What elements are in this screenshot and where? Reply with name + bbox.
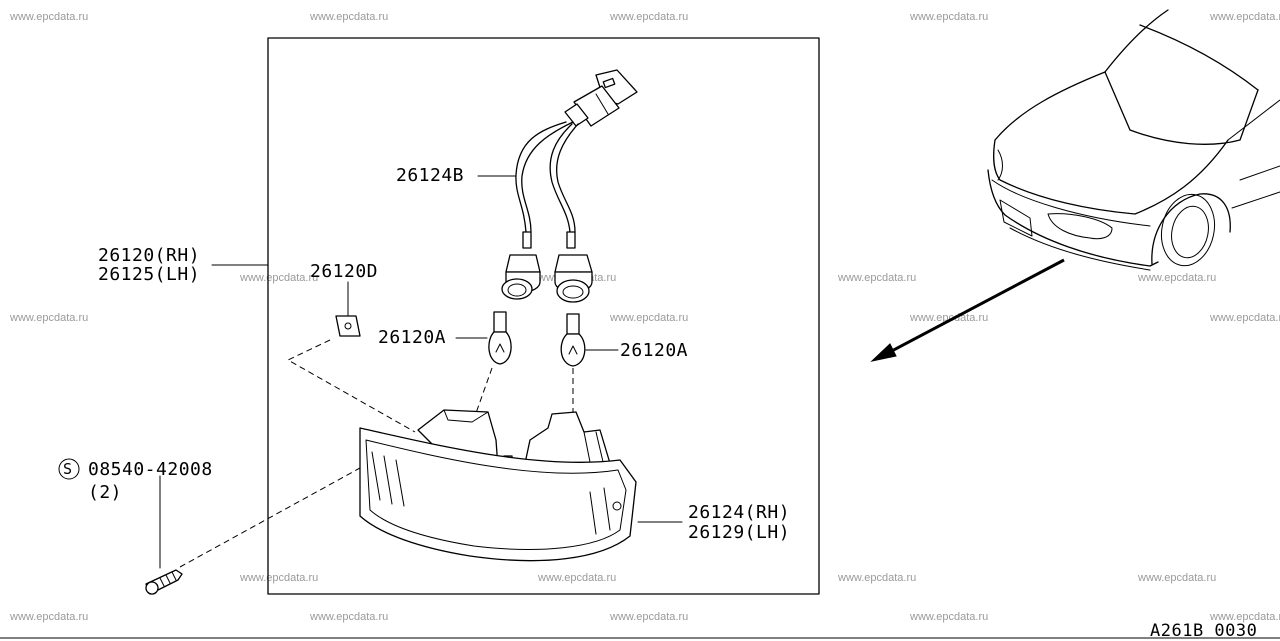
- watermark: www.epcdata.ru: [910, 611, 989, 623]
- location-arrow: [870, 258, 1065, 362]
- watermark: www.epcdata.ru: [610, 611, 689, 623]
- watermark: www.epcdata.ru: [1210, 611, 1280, 623]
- assembly-frame: [267, 37, 820, 595]
- bulb-socket-right: [554, 231, 593, 303]
- supplier-symbol: S: [63, 460, 73, 478]
- part-label-bulb-right: 26120A: [620, 340, 689, 361]
- part-label-screw: 08540-42008: [88, 459, 213, 480]
- watermark: www.epcdata.ru: [1138, 572, 1217, 584]
- part-label-harness: 26124B: [396, 165, 465, 186]
- harness-connector: [564, 69, 638, 127]
- part-label-lens-lh: 26129(LH): [688, 522, 791, 543]
- leader-lines: [0, 175, 1280, 639]
- watermark: www.epcdata.ru: [240, 272, 319, 284]
- watermark: www.epcdata.ru: [838, 572, 917, 584]
- watermark: www.epcdata.ru: [538, 572, 617, 584]
- supplier-symbol-circle: [58, 458, 80, 480]
- watermark: www.epcdata.ru: [910, 11, 989, 23]
- part-label-clip: 26120D: [310, 261, 379, 282]
- harness-wires: [515, 121, 579, 233]
- part-label-assembly-rh: 26120(RH): [98, 245, 201, 266]
- watermark: www.epcdata.ru: [1138, 272, 1217, 284]
- screw: [145, 569, 183, 595]
- watermark: www.epcdata.ru: [10, 611, 89, 623]
- watermark: www.epcdata.ru: [310, 611, 389, 623]
- watermark: www.epcdata.ru: [310, 11, 389, 23]
- watermark: www.epcdata.ru: [838, 272, 917, 284]
- diagram-code: A261B 0030: [1150, 621, 1258, 641]
- watermark: www.epcdata.ru: [1210, 312, 1280, 324]
- watermark: www.epcdata.ru: [610, 11, 689, 23]
- bulb-socket-left: [501, 231, 541, 300]
- watermark: www.epcdata.ru: [10, 11, 89, 23]
- lamp-housing: [359, 409, 637, 562]
- watermark: www.epcdata.ru: [610, 312, 689, 324]
- watermark: www.epcdata.ru: [1210, 11, 1280, 23]
- part-label-assembly-lh: 26125(LH): [98, 264, 201, 285]
- watermark: www.epcdata.ru: [10, 312, 89, 324]
- bulb-left: [488, 311, 512, 365]
- bulb-right: [560, 313, 586, 367]
- watermark: www.epcdata.ru: [240, 572, 319, 584]
- watermark: www.epcdata.ru: [910, 312, 989, 324]
- part-label-lens-rh: 26124(RH): [688, 502, 791, 523]
- clip: [335, 315, 361, 337]
- part-label-screw-qty: (2): [88, 482, 123, 503]
- vehicle-illustration: [987, 9, 1280, 271]
- part-label-bulb-left: 26120A: [378, 327, 447, 348]
